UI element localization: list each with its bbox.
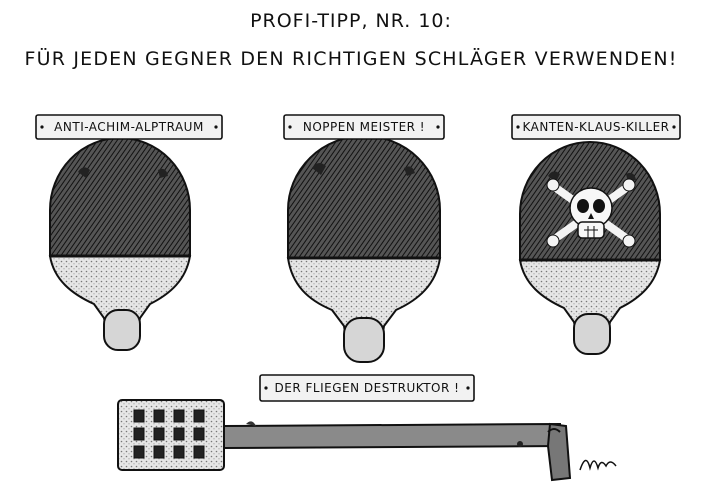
sign-kanten-klaus: KANTEN-KLAUS-KILLER: [510, 112, 682, 142]
headline-line2: FÜR JEDEN GEGNER DEN RICHTIGEN SCHLÄGER …: [24, 48, 678, 70]
paddle-noppen-meister: [286, 135, 442, 363]
paddle-anti-achim: [48, 137, 192, 351]
fly-swatter: [117, 399, 572, 482]
sign-anti-achim: ANTI-ACHIM-ALPTRAUM: [34, 112, 224, 142]
sign-fliegen-destruktor: DER FLIEGEN DESTRUKTOR !: [258, 372, 476, 404]
headline-line1: PROFI-TIPP, NR. 10:: [250, 10, 452, 32]
sign-board: [283, 114, 445, 140]
sign-label: KANTEN-KLAUS-KILLER: [522, 120, 670, 134]
skull-and-crossbones-icon: [546, 178, 636, 248]
sign-label: DER FLIEGEN DESTRUKTOR !: [274, 381, 460, 395]
paddle-kanten-klaus: [518, 141, 662, 355]
sign-noppen-meister: NOPPEN MEISTER !: [282, 112, 446, 142]
sign-board: [35, 114, 223, 140]
artist-signature: [579, 459, 617, 471]
sign-label: ANTI-ACHIM-ALPTRAUM: [54, 120, 204, 134]
sign-board: [511, 114, 681, 140]
sign-label: NOPPEN MEISTER !: [302, 120, 426, 134]
sign-board: [259, 374, 475, 402]
